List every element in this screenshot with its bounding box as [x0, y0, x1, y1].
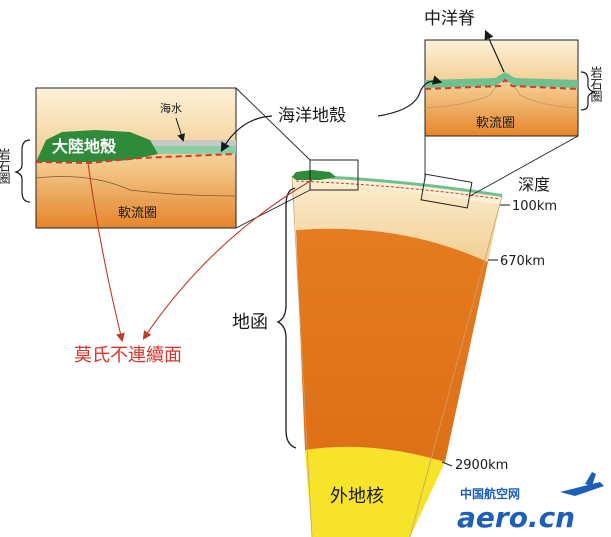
mantle-brace [276, 187, 297, 449]
continental-crust-label: 大陸地殼 [52, 137, 117, 156]
asthenosphere-right-label: 軟流圈 [476, 115, 515, 131]
moho-line-right [424, 78, 579, 90]
moho-line-left [35, 153, 237, 165]
inset-ridge [424, 39, 579, 137]
oceanic-crust-label: 海洋地殼 [278, 106, 346, 126]
watermark-bottom-text: aero.cn [457, 501, 575, 534]
lithosphere-left-label: 岩石圈 [0, 147, 11, 185]
depth-tick-2900: 2900km [455, 458, 508, 473]
watermark-top-text: 中国航空网 [460, 486, 520, 501]
moho-line-main [295, 180, 501, 200]
outer-core-region [305, 446, 445, 537]
zoom-box-left [309, 159, 359, 191]
lithosphere-layer [292, 176, 502, 205]
asthenosphere-left-label: 軟流圈 [118, 205, 157, 221]
airplane-icon [560, 472, 604, 496]
inset-continental [35, 87, 237, 229]
ridge-arrow [484, 29, 505, 73]
depth-label: 深度 [518, 175, 550, 194]
zoom-box-right [420, 173, 473, 209]
earth-wedge [291, 170, 503, 537]
seawater-layer [150, 140, 236, 146]
inset-continental-crust [36, 130, 158, 162]
continental-crust-blob [292, 170, 336, 180]
ridge-oceanic-crust [425, 72, 578, 88]
mid-ocean-ridge-label: 中洋脊 [424, 9, 475, 29]
lithosphere-brace-left [14, 139, 31, 203]
outer-core-label: 外地核 [330, 486, 384, 507]
oceanic-crust-arrow-right [377, 75, 443, 117]
inset-oceanic-crust [150, 146, 236, 154]
oceanic-crust-arrow-left [220, 115, 273, 153]
lower-mantle-region [296, 228, 488, 462]
depth-tick-670: 670km [500, 254, 545, 269]
moho-arrow-2 [142, 179, 313, 340]
depth-tick-100: 100km [512, 199, 557, 214]
lithosphere-right-label: 岩石圈 [589, 65, 603, 103]
mantle-label: 地函 [232, 312, 268, 333]
lithosphere-brace-right [580, 71, 596, 111]
upper-mantle-region [292, 183, 500, 262]
moho-arrow-1 [87, 162, 125, 343]
watermark-logo: 中国航空网 aero.cn [457, 472, 604, 534]
seawater-label: 海水 [160, 101, 182, 115]
moho-label: 莫氏不連續面 [74, 345, 182, 366]
